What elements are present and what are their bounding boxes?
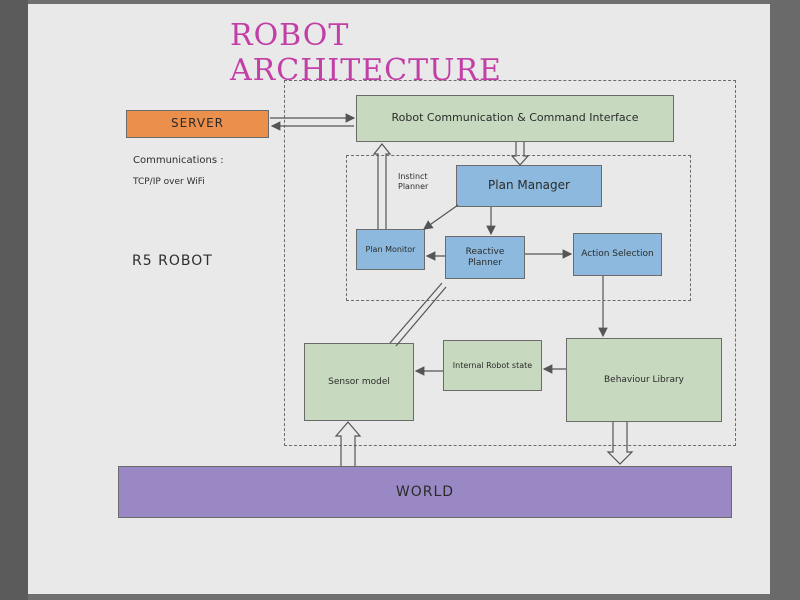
plan-monitor-label: Plan Monitor — [365, 244, 416, 254]
plan-monitor-box: Plan Monitor — [356, 229, 425, 270]
diagram-title: ROBOT ARCHITECTURE — [230, 18, 502, 88]
reactive-planner-box: Reactive Planner — [445, 236, 525, 279]
plan-manager-label: Plan Manager — [488, 178, 570, 193]
instinct-planner-boundary — [346, 155, 691, 301]
internal-state-label: Internal Robot state — [452, 360, 533, 370]
action-selection-label: Action Selection — [581, 249, 654, 260]
world-label: WORLD — [395, 483, 455, 500]
instinct-planner-label: Instinct Planner — [398, 172, 429, 192]
server-box: SERVER — [126, 110, 269, 138]
world-box: WORLD — [118, 466, 732, 518]
reactive-planner-label: Reactive Planner — [465, 247, 505, 268]
arrow-monitor-to-comm — [372, 143, 392, 229]
sensor-model-box: Sensor model — [304, 343, 414, 421]
arrow-manager-to-monitor — [423, 204, 459, 230]
behaviour-library-box: Behaviour Library — [566, 338, 722, 422]
robot-name-label: R5 ROBOT — [132, 253, 213, 269]
action-selection-box: Action Selection — [573, 233, 662, 276]
arrow-world-to-sensor — [334, 421, 362, 466]
comm-interface-label: Robot Communication & Command Interface — [391, 111, 639, 125]
photo-right-edge — [770, 0, 800, 600]
internal-state-box: Internal Robot state — [443, 340, 542, 391]
arrow-behaviour-to-world — [606, 422, 634, 465]
server-label: SERVER — [170, 116, 224, 131]
behaviour-library-label: Behaviour Library — [604, 374, 684, 385]
photo-shadow-edge — [0, 0, 28, 600]
plan-manager-box: Plan Manager — [456, 165, 602, 207]
sensor-model-label: Sensor model — [328, 376, 390, 387]
robot-boundary — [284, 80, 736, 446]
comm-interface-box: Robot Communication & Command Interface — [356, 95, 674, 142]
arrow-sensor-to-planner — [389, 282, 447, 347]
protocol-label: TCP/IP over WiFi — [133, 177, 205, 187]
communications-label: Communications : — [133, 155, 224, 166]
arrow-comm-to-plan-manager — [510, 142, 530, 166]
